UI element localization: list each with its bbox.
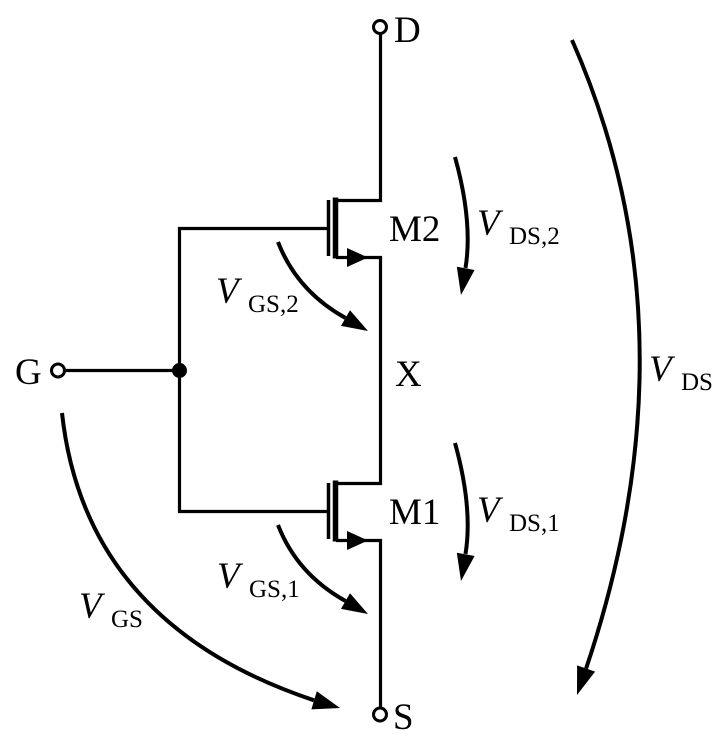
vgs1-arrow	[276, 524, 368, 614]
vds2-arrow	[453, 156, 475, 295]
vds2-arrowhead-icon	[456, 266, 475, 295]
source-terminal-label: S	[393, 697, 414, 738]
vgs1-arrowhead-icon	[341, 593, 368, 614]
source-rail-wire	[336, 538, 383, 708]
node-x-wire	[336, 255, 383, 486]
transistor-m1-symbol	[326, 480, 368, 550]
drain-rail-wire	[336, 33, 383, 203]
vds-label-sub: DS	[681, 369, 713, 396]
vds-arc	[570, 39, 642, 670]
vgs2-arc	[276, 241, 347, 320]
gate-junction-dot	[172, 363, 187, 378]
vgs-label-main: V	[79, 586, 106, 627]
vgs1-label-sub: GS,1	[249, 576, 300, 603]
vds2-arc	[453, 156, 470, 269]
internal-node-label: X	[395, 354, 422, 395]
vgs2-label: V GS,2	[216, 271, 299, 318]
vds1-label-main: V	[477, 490, 504, 531]
gate-terminal-label: G	[15, 352, 42, 393]
vgs2-arrow	[276, 241, 368, 331]
vds1-arrow	[453, 442, 475, 581]
vgs2-arrowhead-icon	[341, 310, 368, 331]
vds-arrow	[570, 39, 642, 695]
vds1-label-sub: DS,1	[509, 510, 560, 537]
vgs-label: V GS	[79, 586, 143, 633]
vds1-label: V DS,1	[477, 490, 560, 537]
drain-terminal-label: D	[394, 10, 421, 51]
vgs2-label-sub: GS,2	[248, 291, 299, 318]
vgs1-label-main: V	[217, 556, 244, 597]
vgs1-label: V GS,1	[217, 556, 300, 603]
vds-label: V DS	[649, 349, 713, 396]
vgs-label-sub: GS	[111, 606, 143, 633]
gate-bus-wire	[177, 226, 327, 514]
transistor-m2-label: M2	[389, 209, 440, 250]
vgs-arc	[60, 412, 315, 703]
vgs1-arc	[276, 524, 347, 603]
vds1-arrowhead-icon	[456, 552, 475, 581]
m1-source-arrow-icon	[347, 531, 368, 550]
vds1-arc	[453, 442, 470, 555]
transistor-m1-label: M1	[389, 492, 440, 533]
m2-source-arrow-icon	[347, 248, 368, 267]
vds2-label-sub: DS,2	[509, 223, 560, 250]
gate-terminal-circle	[50, 362, 66, 379]
vds2-label-main: V	[477, 203, 504, 244]
vds2-label: V DS,2	[477, 203, 560, 250]
vds-arrowhead-icon	[577, 665, 596, 695]
source-terminal-circle	[372, 706, 388, 723]
vds-label-main: V	[649, 349, 676, 390]
vgs-arrowhead-icon	[311, 691, 340, 710]
drain-terminal-circle	[372, 19, 388, 35]
transistor-m2-symbol	[326, 197, 368, 267]
vgs2-label-main: V	[216, 271, 243, 312]
vgs-arrow	[60, 412, 340, 710]
